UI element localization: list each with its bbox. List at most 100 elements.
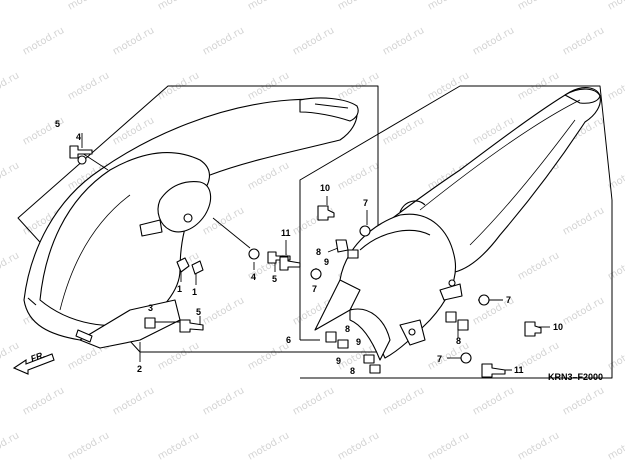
watermark-text: motod.ru [246,0,291,13]
rear-fender-mount-hole [183,213,193,223]
watermark-text: motod.ru [426,0,471,13]
callout-1: 1 [192,287,197,297]
callout-8: 8 [456,336,461,346]
clip-nut-b [191,260,204,275]
inner-fender-assembly [279,85,613,379]
watermark-text: motod.ru [561,385,606,417]
watermark-text: motod.ru [381,115,426,147]
callout-labels: 5 4 1 1 4 5 3 5 2 10 7 11 8 9 7 6 8 9 9 … [55,119,563,376]
watermark-text: motod.ru [561,25,606,57]
watermark-text: motod.ru [21,25,66,57]
callout-10: 10 [553,322,563,332]
washer-7-top [359,225,371,237]
rear-fender-assembly [17,85,379,362]
clip-nut-a [176,257,190,273]
watermark-text: motod.ru [606,0,625,13]
watermark-text: motod.ru [291,385,336,417]
clip-9-right [457,319,469,331]
clip-9-low [363,354,375,364]
watermark-text: motod.ru [246,340,291,372]
watermark-text: motod.ru [336,160,381,192]
washer-4-mid [248,248,260,260]
watermark-text: motod.ru [156,430,201,462]
front-direction-arrow-icon [12,353,55,375]
callout-9: 9 [324,257,329,267]
watermark-text: motod.ru [111,385,156,417]
callout-7: 7 [506,295,511,305]
callout-6: 6 [286,335,291,345]
watermark-text: motod.ru [516,250,561,282]
callout-10: 10 [320,183,330,193]
watermark-text: motod.ru [0,0,21,13]
callout-7: 7 [363,198,368,208]
callout-7: 7 [437,354,442,364]
watermark-text: motod.ru [516,0,561,13]
callout-7: 7 [312,284,317,294]
bolt-11-low [481,363,506,378]
callout-11: 11 [281,228,291,238]
watermark-text: motod.ru [606,250,625,282]
watermark-text: motod.ru [606,70,625,102]
callout-8: 8 [345,324,350,334]
clip-8-low [369,364,381,374]
watermark-text: motod.ru [561,295,606,327]
washer-7-right [478,294,490,306]
watermark-text: motod.ru [201,25,246,57]
watermark-text: motod.ru [381,385,426,417]
watermark-text: motod.ru [201,295,246,327]
washer-4-top [77,155,87,165]
diagram-code: KRN3–F2000 [548,372,603,382]
watermark-text: motod.ru [336,430,381,462]
callout-4: 4 [76,132,81,142]
watermark-text: motod.ru [471,25,516,57]
bolt-5-mid [267,251,291,264]
callout-3: 3 [148,303,153,313]
watermark-text: motod.ru [516,430,561,462]
watermark-text: motod.ru [0,70,21,102]
callout-8: 8 [350,366,355,376]
watermark-text: motod.ru [291,25,336,57]
watermark-text: motod.ru [66,70,111,102]
watermark-text: motod.ru [381,25,426,57]
clip-8-mid [325,331,337,343]
watermark-text: motod.ru [0,250,21,282]
watermark-text: motod.ru [606,430,625,462]
watermark-text: motod.ru [561,205,606,237]
watermark-text: motod.ru [111,25,156,57]
rear-fender-bracket [157,181,212,233]
bolt-11-top [279,256,301,271]
guard-mount-hole [448,279,456,287]
long-fender-tip [564,88,601,104]
washer-7-low [460,352,472,364]
watermark-text: motod.ru [156,340,201,372]
callout-4: 4 [251,272,256,282]
front-direction-indicator: FR. [12,350,55,375]
watermark-text: motod.ru [246,430,291,462]
watermark-text: motod.ru [0,430,21,462]
callout-5: 5 [272,274,277,284]
callout-1: 1 [177,284,182,294]
watermark-text: motod.ru [66,430,111,462]
inner-assembly-outline-box [299,85,613,379]
bolt-5-low [179,319,204,333]
bolt-5-top [69,145,93,159]
callout-9: 9 [336,356,341,366]
watermark-text: motod.ru [21,385,66,417]
watermark-text: motod.ru [606,160,625,192]
watermark-text: motod.ru [246,160,291,192]
watermark-text: motod.ru [606,340,625,372]
callout-5: 5 [196,307,201,317]
clip-9-mid [337,339,349,349]
watermark-text: motod.ru [336,0,381,13]
callout-2: 2 [137,364,142,374]
callout-11: 11 [514,365,524,375]
bolt-10-top [317,205,335,221]
rear-fender-tip [299,97,359,122]
nut-3 [144,317,156,329]
washer-7-left [310,268,322,280]
callout-9: 9 [356,337,361,347]
watermark-text: motod.ru [66,0,111,13]
clip-9-top [347,249,359,259]
watermark-text: motod.ru [471,385,516,417]
